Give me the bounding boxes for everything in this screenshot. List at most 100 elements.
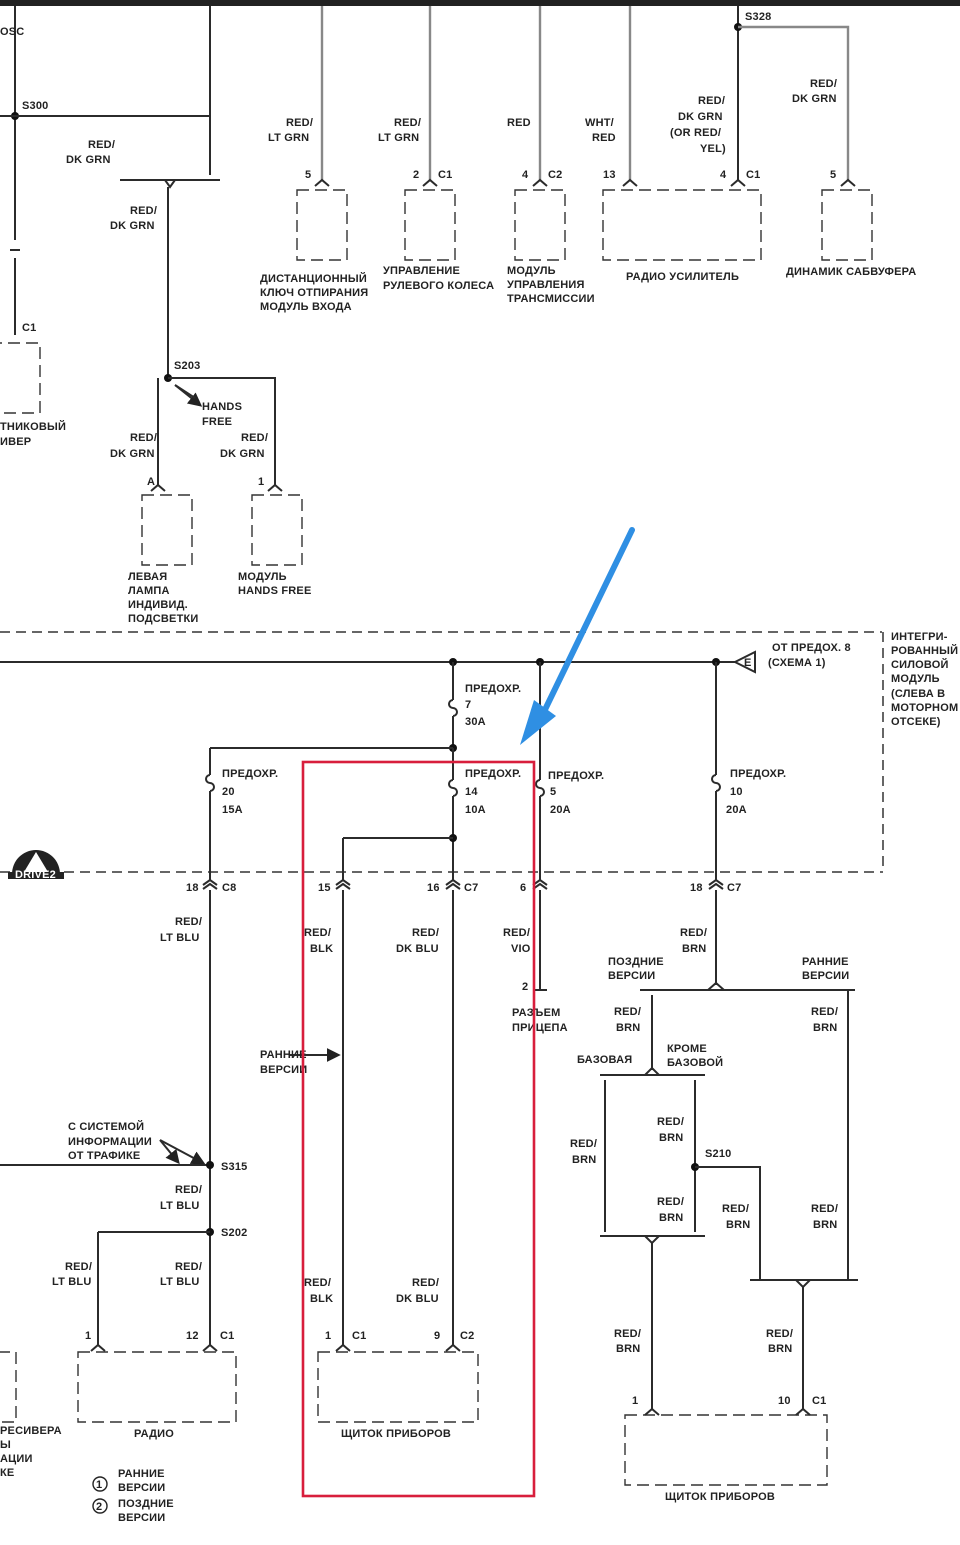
early-versions-1: РАННИЕ bbox=[260, 1049, 307, 1061]
bottom-section: 1 2 RED/ LT BLU RED/ BLK RED/ DK BLU RED… bbox=[0, 890, 858, 1524]
s210-down-2: BRN bbox=[659, 1212, 683, 1224]
base-label: БАЗОВАЯ bbox=[577, 1054, 632, 1066]
w-vio-1: RED/ bbox=[503, 927, 530, 939]
early-versions-2: ВЕРСИИ bbox=[260, 1064, 307, 1076]
wire-s203-in-2: DK GRN bbox=[110, 220, 155, 232]
fuse5-1: ПРЕДОХР. bbox=[548, 770, 604, 782]
w-dkblu-2: DK BLU bbox=[396, 943, 439, 955]
pointer-arrow bbox=[537, 527, 635, 723]
base-brn-2: BRN bbox=[572, 1154, 596, 1166]
cluster-blk-1: RED/ bbox=[304, 1277, 331, 1289]
late-2: ВЕРСИИ bbox=[608, 970, 655, 982]
w5-b: DK GRN bbox=[678, 111, 723, 123]
power-module: E ОТ ПРЕДОХ. 8 (СХЕМА 1) ИНТЕГРИ- РОВАНН… bbox=[0, 631, 958, 894]
label-s202: S202 bbox=[221, 1227, 248, 1239]
comp1-l3: МОДУЛЬ ВХОДА bbox=[260, 301, 352, 313]
module-3: СИЛОВОЙ bbox=[891, 658, 949, 671]
comp1-l1: ДИСТАНЦИОННЫЙ bbox=[260, 272, 367, 285]
pin-c7b: C7 bbox=[727, 882, 741, 894]
w2-a: RED/ bbox=[394, 117, 421, 129]
pin-top-3: 4 bbox=[522, 169, 529, 181]
w-ltblu-1: RED/ bbox=[175, 916, 202, 928]
pin-top-5: 4 bbox=[720, 169, 727, 181]
pin-a: A bbox=[147, 476, 155, 488]
brn-top-1: RED/ bbox=[680, 927, 707, 939]
w-blk-1: RED/ bbox=[304, 927, 331, 939]
radio-right-wire-2: LT BLU bbox=[160, 1276, 200, 1288]
comp5: ДИНАМИК САБВУФЕРА bbox=[786, 266, 916, 278]
pin-top-2: 2 bbox=[413, 169, 419, 181]
legend-num-1: 1 bbox=[96, 1479, 102, 1491]
fuse10-1: ПРЕДОХР. bbox=[730, 768, 786, 780]
wire-s203-left-1: RED/ bbox=[130, 432, 157, 444]
fuse5-2: 5 bbox=[550, 786, 556, 798]
drive2-logo: DRIVE2 bbox=[8, 850, 64, 881]
pin-top-1: 5 bbox=[305, 169, 311, 181]
trailer-pin: 2 bbox=[522, 981, 528, 993]
fuse10-2: 10 bbox=[730, 786, 743, 798]
exb-brn-2: BRN bbox=[659, 1132, 683, 1144]
from-fuse-1: ОТ ПРЕДОХ. 8 bbox=[772, 642, 851, 654]
fuse20-1: ПРЕДОХР. bbox=[222, 768, 278, 780]
label-osc: OSC bbox=[0, 26, 24, 38]
except-base-2: БАЗОВОЙ bbox=[667, 1056, 723, 1069]
pin-top-3c: C2 bbox=[548, 169, 562, 181]
label-s328: S328 bbox=[745, 11, 772, 23]
left-lamp-3: ИНДИВИД. bbox=[128, 599, 188, 611]
label-s203: S203 bbox=[174, 360, 201, 372]
traffic-info-2: ИНФОРМАЦИИ bbox=[68, 1136, 152, 1148]
base-brn-1: RED/ bbox=[570, 1138, 597, 1150]
trailer-1: РАЗЪЕМ bbox=[512, 1007, 560, 1019]
cluster-pin-1: 1 bbox=[325, 1330, 331, 1342]
left-cut-b4: КЕ bbox=[0, 1467, 14, 1479]
exb-brn-1: RED/ bbox=[657, 1116, 684, 1128]
fuse20-2: 20 bbox=[222, 786, 235, 798]
from-fuse-2: (СХЕМА 1) bbox=[768, 657, 826, 669]
traffic-info-1: С СИСТЕМОЙ bbox=[68, 1120, 144, 1133]
s210-down-1: RED/ bbox=[657, 1196, 684, 1208]
w-vio-2: VIO bbox=[511, 943, 531, 955]
early-1: РАННИЕ bbox=[802, 956, 849, 968]
s210-right-2: BRN bbox=[726, 1219, 750, 1231]
cl2-right-1: RED/ bbox=[766, 1328, 793, 1340]
w-blk-2: BLK bbox=[310, 943, 333, 955]
early-brn2-1: RED/ bbox=[811, 1203, 838, 1215]
early-brn-2: BRN bbox=[813, 1022, 837, 1034]
left-lamp-1: ЛЕВАЯ bbox=[128, 571, 167, 583]
left-lamp-2: ЛАМПА bbox=[128, 585, 170, 597]
module-7: ОТСЕКЕ) bbox=[891, 716, 941, 728]
module-2: РОВАННЫЙ bbox=[891, 644, 958, 657]
radio-right-wire-1: RED/ bbox=[175, 1261, 202, 1273]
w3-a: RED bbox=[507, 117, 531, 129]
wire-s203-right-2: DK GRN bbox=[220, 448, 265, 460]
cluster-blk-2: BLK bbox=[310, 1293, 333, 1305]
w6-a: RED/ bbox=[810, 78, 837, 90]
logo-text: DRIVE2 bbox=[15, 869, 56, 881]
legend2-1: ПОЗДНИЕ bbox=[118, 1498, 174, 1510]
w1-a: RED/ bbox=[286, 117, 313, 129]
late-brn-2: BRN bbox=[616, 1022, 640, 1034]
s315-wire-2: LT BLU bbox=[160, 1200, 200, 1212]
left-cut-b1: РЕСИВЕРА bbox=[0, 1425, 62, 1437]
left-cut-b3: АЦИИ bbox=[0, 1453, 33, 1465]
w5-c: (OR RED/ bbox=[670, 127, 721, 139]
fuse10-3: 20А bbox=[726, 804, 747, 816]
comp2-l2: РУЛЕВОГО КОЛЕСА bbox=[383, 280, 494, 292]
w-ltblu-2: LT BLU bbox=[160, 932, 200, 944]
label-hands-free-2: FREE bbox=[202, 416, 232, 428]
cl2-pin-1: 1 bbox=[632, 1395, 638, 1407]
w2-b: LT GRN bbox=[378, 132, 419, 144]
radio-pin-1: 1 bbox=[85, 1330, 91, 1342]
left-cut-1: ТНИКОВЫЙ bbox=[0, 420, 66, 433]
fuse7-3: 30А bbox=[465, 716, 486, 728]
pointer-arrow-head bbox=[520, 700, 556, 745]
w4-b: RED bbox=[592, 132, 616, 144]
late-brn-1: RED/ bbox=[614, 1006, 641, 1018]
w4-a: WHT/ bbox=[585, 117, 614, 129]
fuse20-3: 15А bbox=[222, 804, 243, 816]
fuse7-2: 7 bbox=[465, 699, 471, 711]
top-section: OSC S300 RED/ DK GRN RED/ DK GRN S203 HA… bbox=[0, 6, 916, 625]
legend1-2: ВЕРСИИ bbox=[118, 1482, 165, 1494]
early-brn2-2: BRN bbox=[813, 1219, 837, 1231]
